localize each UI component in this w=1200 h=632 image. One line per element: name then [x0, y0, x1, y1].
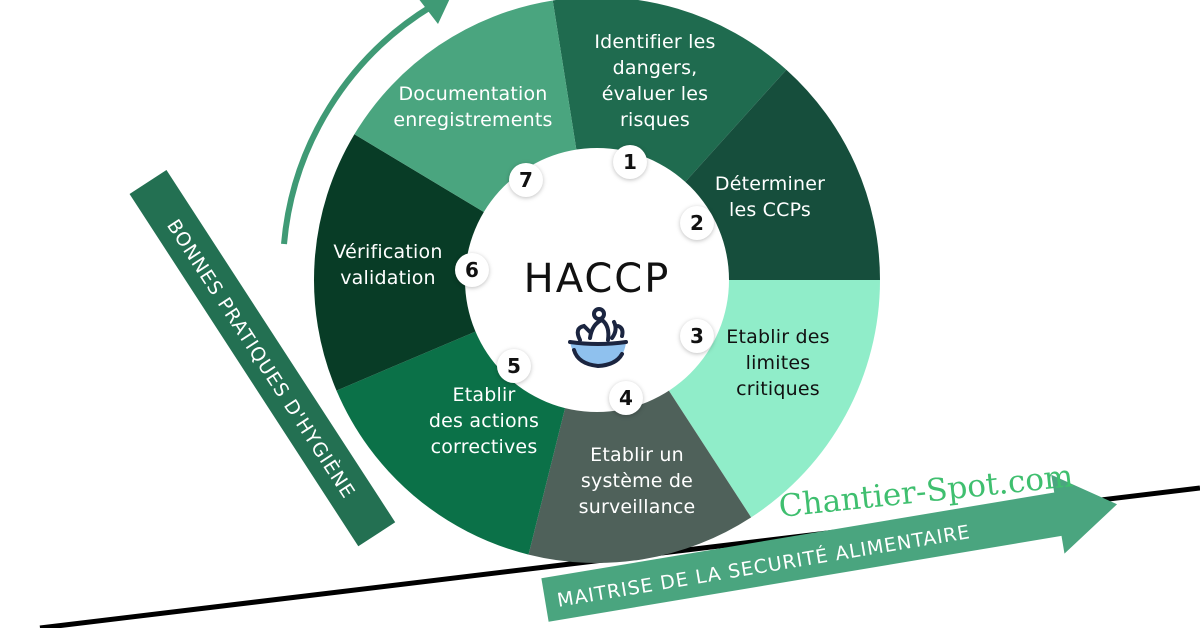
center-title: HACCP — [524, 256, 671, 302]
svg-text:3: 3 — [690, 324, 704, 348]
step-number-badge-6: 6 — [455, 253, 489, 287]
svg-text:6: 6 — [465, 258, 479, 282]
svg-text:5: 5 — [507, 354, 521, 378]
step-number-badge-1: 1 — [613, 145, 647, 179]
salad-bowl-icon — [568, 307, 628, 369]
step-number-badge-2: 2 — [680, 206, 714, 240]
svg-text:2: 2 — [690, 211, 704, 235]
step-number-badge-3: 3 — [680, 319, 714, 353]
arrow-head-icon — [419, 0, 450, 24]
step-number-badge-5: 5 — [497, 349, 531, 383]
center-circle — [465, 148, 729, 412]
svg-text:7: 7 — [519, 168, 533, 192]
step-number-badge-4: 4 — [609, 381, 643, 415]
step-number-badge-7: 7 — [509, 163, 543, 197]
cycle-arrow — [281, 0, 450, 245]
svg-text:4: 4 — [619, 386, 633, 410]
svg-text:1: 1 — [623, 150, 637, 174]
wedge-step-6 — [314, 134, 597, 391]
